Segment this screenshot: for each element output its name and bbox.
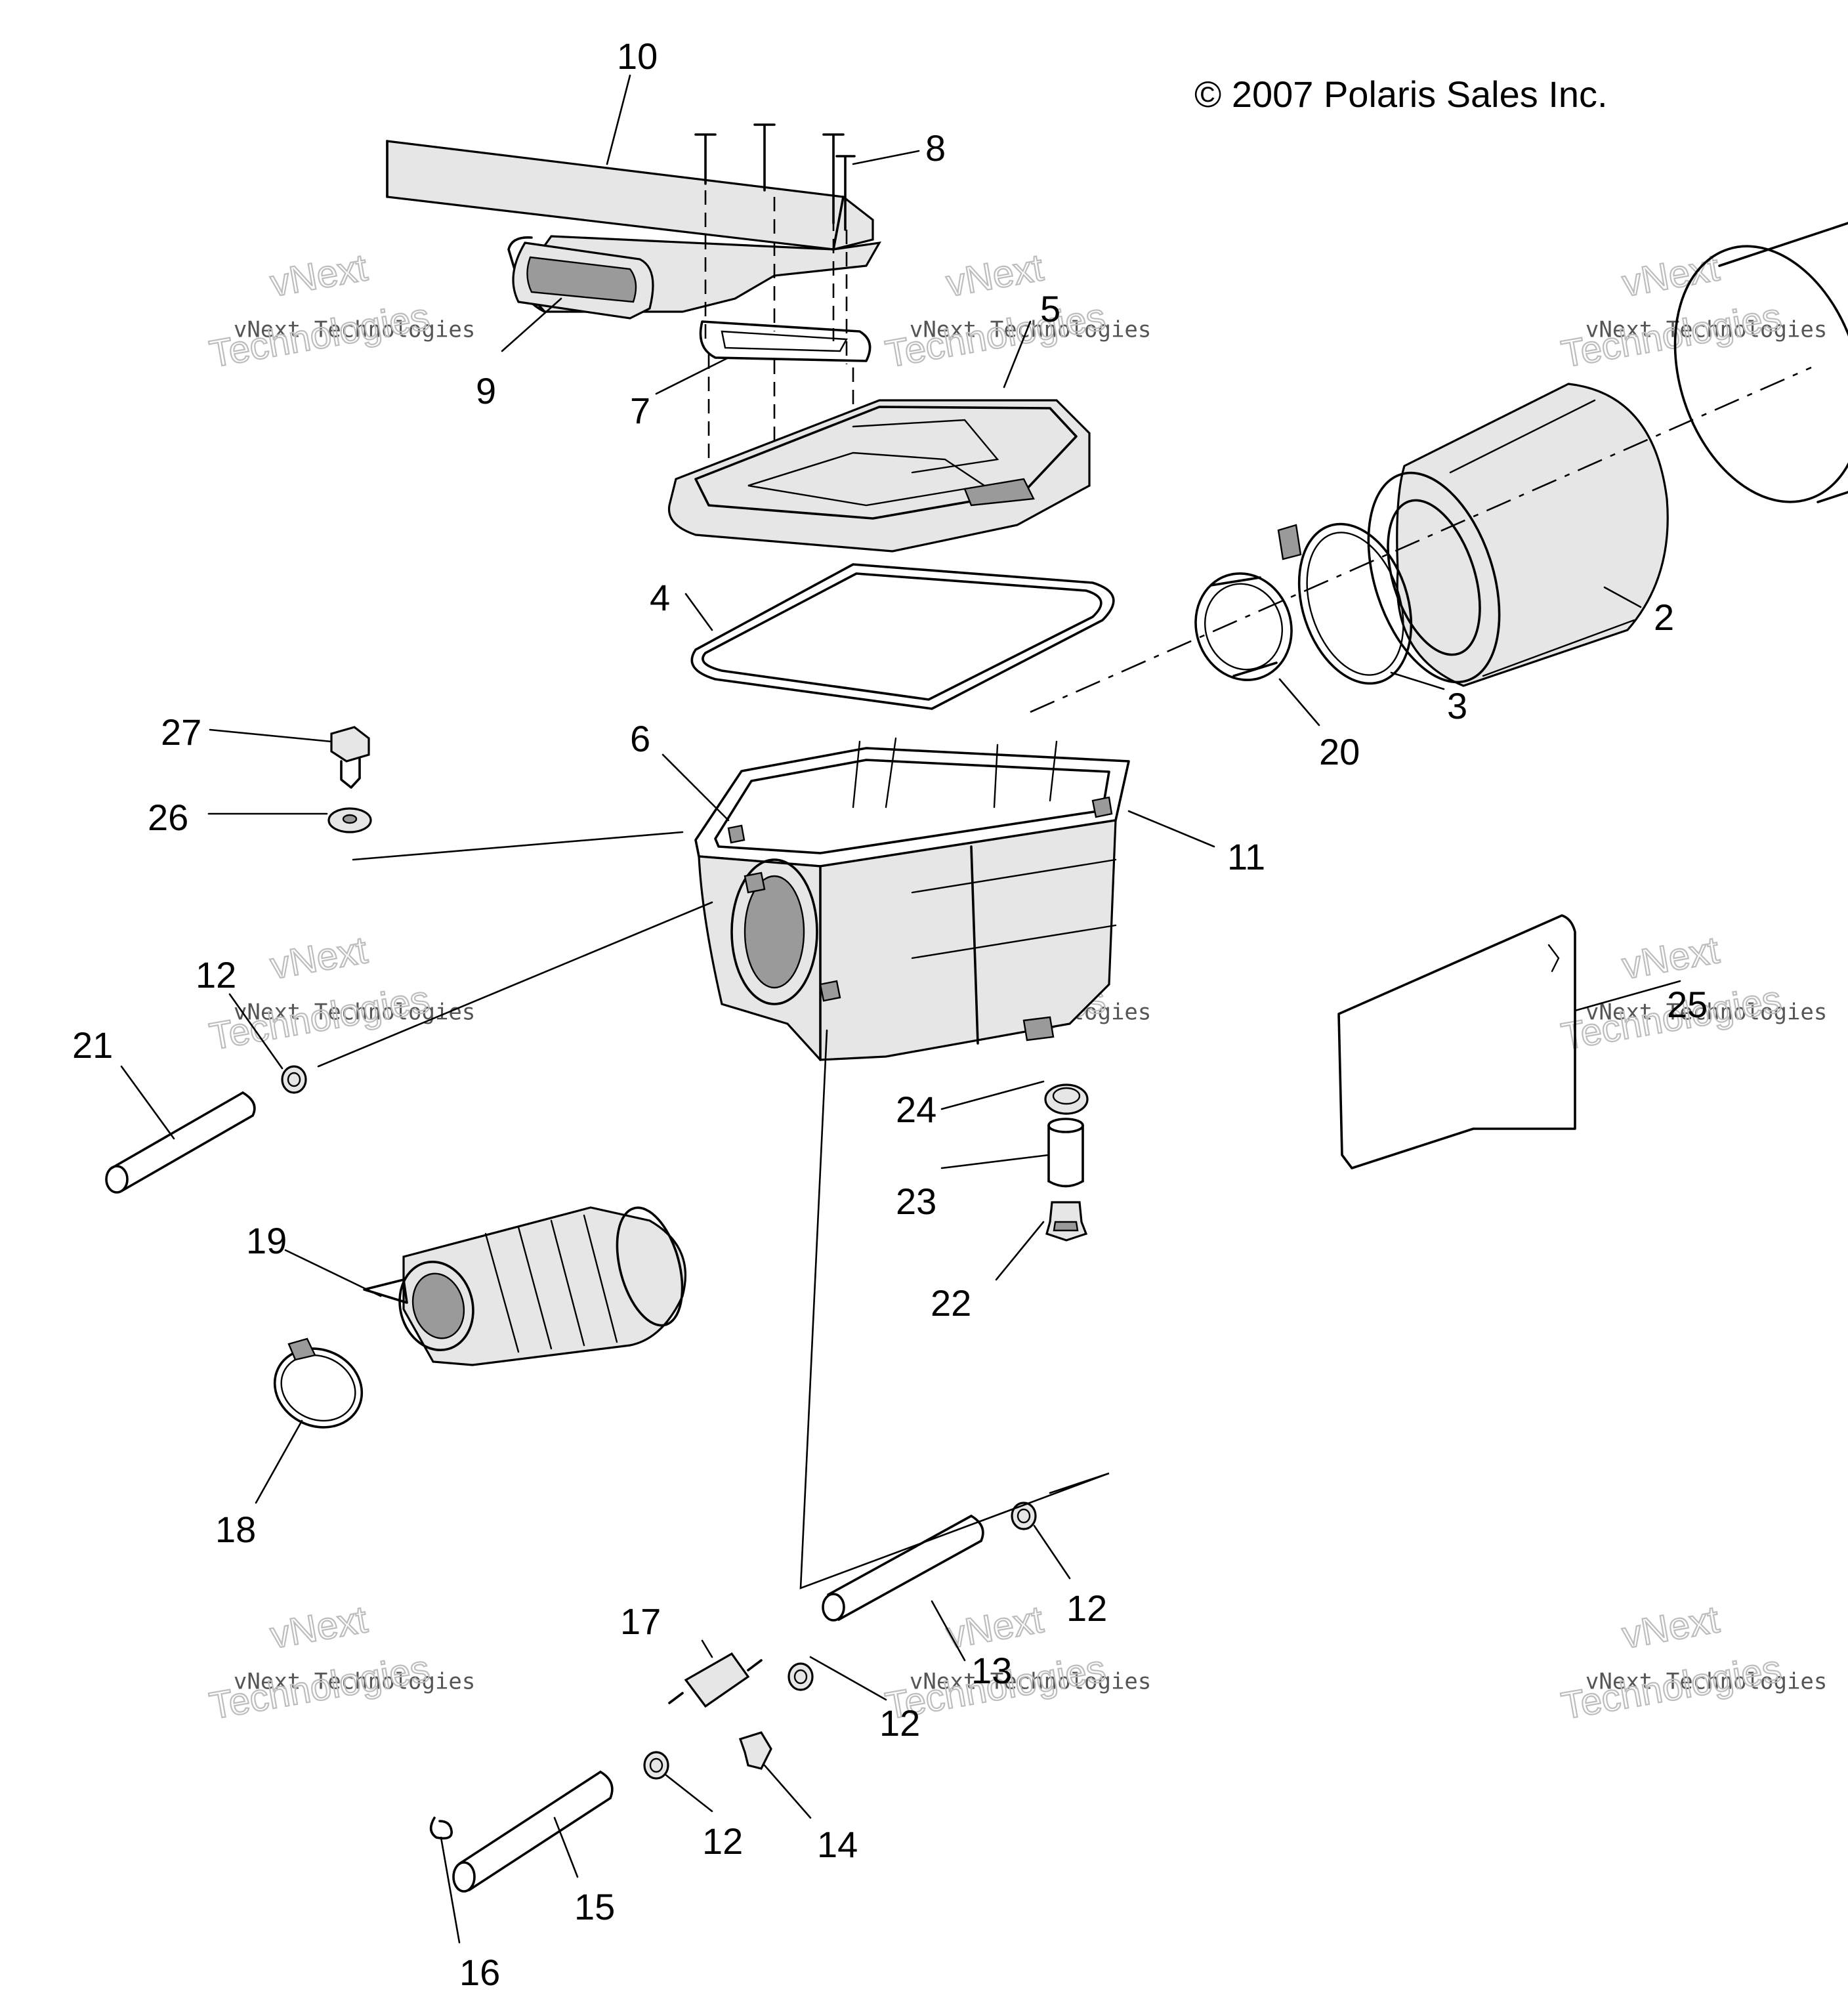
part-14-clip <box>738 1731 772 1770</box>
part-4-cover-seal <box>690 563 1115 710</box>
part-5-airbox-cover <box>667 399 1091 553</box>
watermark: vNext vNext Technologies Technologies <box>1557 1597 1827 1729</box>
part-27-bolt <box>330 726 370 789</box>
callout-14: 14 <box>817 1824 858 1865</box>
part-20-coupler <box>1194 572 1293 681</box>
watermark: vNext vNext Technologies Technologies <box>205 245 475 377</box>
part-15-tube <box>452 1771 614 1893</box>
svg-text:vNext Technologies: vNext Technologies <box>1586 1668 1827 1694</box>
callout-22: 22 <box>931 1282 971 1324</box>
svg-text:vNext: vNext <box>267 1598 370 1657</box>
part-11-airbox-base <box>694 737 1130 1061</box>
copyright-text: © 2007 Polaris Sales Inc. <box>1194 74 1608 115</box>
screw-center-lines <box>704 190 848 364</box>
callout-12-b: 12 <box>1066 1587 1107 1629</box>
callout-11: 11 <box>1227 836 1265 877</box>
svg-text:vNext Technologies: vNext Technologies <box>1586 999 1827 1025</box>
callout-23: 23 <box>896 1181 936 1222</box>
callout-16: 16 <box>459 1952 500 1993</box>
callout-13: 13 <box>971 1650 1012 1691</box>
svg-text:Technologies: Technologies <box>1558 295 1784 376</box>
callout-15: 15 <box>574 1886 615 1927</box>
callout-9: 9 <box>476 370 496 411</box>
part-9-duct-inlet <box>512 242 654 320</box>
part-21-tube <box>105 1091 256 1194</box>
part-8-screws <box>694 123 856 231</box>
callout-7: 7 <box>630 390 650 431</box>
svg-text:vNext: vNext <box>267 929 370 988</box>
part-13-tube <box>822 1515 984 1622</box>
callout-25: 25 <box>1667 984 1708 1025</box>
callout-8: 8 <box>925 127 946 169</box>
callout-labels: 10 8 9 7 5 2 4 3 20 27 6 26 11 12 21 25 … <box>72 35 1708 1993</box>
part-26-washer <box>327 807 372 833</box>
svg-text:Technologies: Technologies <box>206 978 432 1059</box>
part-25-panel <box>1337 914 1681 1169</box>
svg-text:vNext Technologies: vNext Technologies <box>234 1668 475 1694</box>
callout-21: 21 <box>72 1024 113 1066</box>
callout-3: 3 <box>1447 685 1467 726</box>
callout-5: 5 <box>1040 288 1060 329</box>
part-18-hose-clamp <box>273 1337 364 1429</box>
watermark: vNext vNext Technologies Technologies <box>205 1597 475 1729</box>
svg-text:vNext: vNext <box>267 246 370 305</box>
svg-text:vNext Technologies: vNext Technologies <box>234 999 475 1025</box>
callout-19: 19 <box>246 1220 287 1261</box>
svg-text:vNext: vNext <box>1619 929 1722 988</box>
part-12-clamp-b <box>1011 1502 1037 1530</box>
part-12-clamp-c <box>788 1662 814 1691</box>
callout-12-a: 12 <box>196 954 236 996</box>
part-23-drain-hose <box>1047 1118 1084 1188</box>
callout-10: 10 <box>617 35 658 77</box>
part-19-intake-boot <box>363 1206 687 1366</box>
callout-2: 2 <box>1654 597 1674 638</box>
part-17-inline-filter <box>668 1652 763 1708</box>
part-2-air-filter <box>1367 383 1669 687</box>
part-7-duct-gasket <box>699 320 872 362</box>
watermark: vNext vNext Technologies Technologies <box>1557 245 1827 377</box>
callout-12-d: 12 <box>702 1820 743 1862</box>
part-12-clamp-d <box>643 1751 669 1780</box>
svg-text:vNext Technologies: vNext Technologies <box>234 316 475 343</box>
svg-text:Technologies: Technologies <box>882 295 1108 376</box>
watermark: vNext vNext Technologies Technologies <box>205 928 475 1059</box>
callout-17: 17 <box>620 1601 661 1642</box>
callout-27: 27 <box>161 711 201 753</box>
callout-4: 4 <box>650 577 670 618</box>
svg-text:Technologies: Technologies <box>1558 1647 1784 1728</box>
leader-lines <box>120 74 1642 1944</box>
svg-text:vNext Technologies: vNext Technologies <box>910 1668 1151 1694</box>
part-16-clamp <box>429 1816 453 1840</box>
svg-text:Technologies: Technologies <box>206 1647 432 1728</box>
callout-18: 18 <box>215 1509 256 1550</box>
callout-24: 24 <box>896 1089 936 1130</box>
callout-26: 26 <box>148 797 188 838</box>
svg-text:Technologies: Technologies <box>206 295 432 376</box>
svg-text:vNext: vNext <box>1619 246 1722 305</box>
callout-20: 20 <box>1319 731 1360 772</box>
part-22-drain-plug <box>1045 1201 1088 1242</box>
svg-text:vNext: vNext <box>943 246 1046 305</box>
callout-12-c: 12 <box>879 1702 920 1744</box>
part-3-clamp <box>1277 522 1413 685</box>
svg-text:vNext Technologies: vNext Technologies <box>1586 316 1827 343</box>
filter-center-line <box>1030 366 1812 713</box>
part-12-clamp-a <box>281 1065 307 1094</box>
part-24-clamp <box>1044 1083 1089 1115</box>
svg-text:vNext: vNext <box>1619 1598 1722 1657</box>
callout-6: 6 <box>630 718 650 759</box>
outer-intake-tube <box>1673 222 1848 503</box>
